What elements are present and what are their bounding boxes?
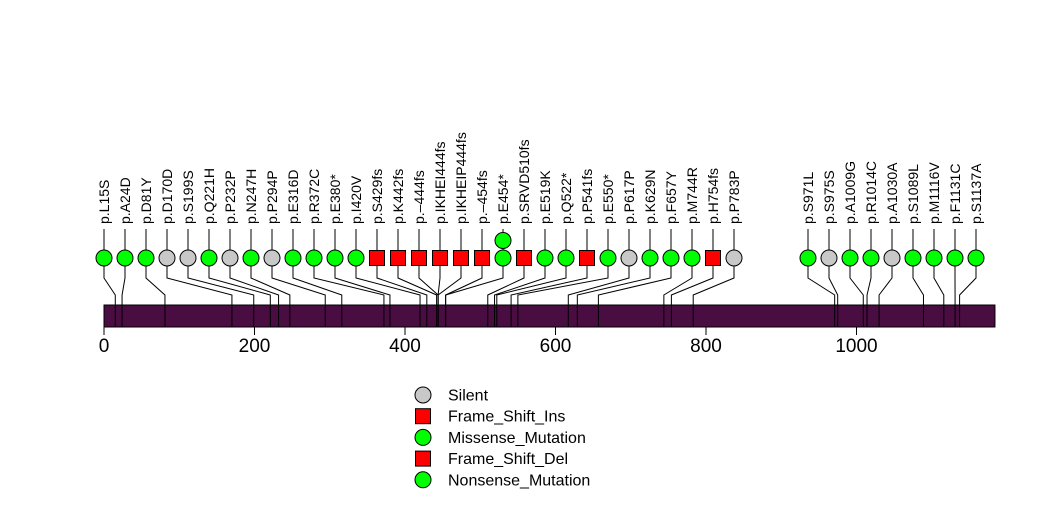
mutation-label: p.–444fs	[411, 170, 427, 224]
mutation-label: p.P541fs	[579, 169, 595, 224]
mutation-marker	[116, 249, 134, 267]
mutation-label: p.M1116V	[926, 162, 942, 224]
mutation-label: p.A1030A	[884, 162, 900, 224]
mutation-marker	[494, 249, 512, 267]
axis-tick-label: 600	[540, 336, 572, 357]
mutation-marker	[263, 249, 281, 267]
red-square-icon	[415, 450, 431, 467]
mutation-marker	[390, 250, 406, 266]
mutation-label: p.IKHEIP444fs	[453, 132, 469, 224]
protein-backbone-bar	[103, 304, 996, 328]
mutation-label: p.K629N	[642, 170, 658, 224]
mutation-label: p.P294P	[264, 170, 280, 224]
legend-label: Silent	[448, 388, 489, 405]
mutation-marker	[841, 249, 859, 267]
mutation-label: p.A1009G	[842, 161, 858, 224]
mutation-label: p.F1131C	[947, 164, 963, 224]
mutation-label: p.K442fs	[390, 169, 406, 224]
mutation-label: p.L15S	[96, 180, 112, 224]
mutation-marker	[967, 249, 985, 267]
mutation-label: p.E454*	[495, 174, 511, 224]
legend-label: Frame_Shift_Ins	[448, 409, 565, 426]
gray-circle-icon	[414, 386, 432, 404]
mutation-marker	[683, 249, 701, 267]
mutation-marker	[95, 249, 113, 267]
legend-label: Frame_Shift_Del	[448, 451, 568, 468]
mutation-marker	[799, 249, 817, 267]
mutation-label: p.R372C	[306, 169, 322, 224]
mutation-marker	[883, 249, 901, 267]
mutation-label: p.P232P	[222, 170, 238, 224]
mutation-label: p.P783P	[726, 170, 742, 224]
mutation-marker	[474, 250, 490, 266]
mutation-label: p.P617P	[621, 170, 637, 224]
mutation-marker	[158, 249, 176, 267]
mutation-label: p.SRVD510fs	[516, 139, 532, 224]
green-circle-icon	[414, 471, 432, 489]
axis-tick-label: 400	[389, 336, 421, 357]
mutation-marker	[284, 249, 302, 267]
mutation-label: p.Q522*	[558, 172, 574, 224]
mutation-label: p.S1137A	[968, 163, 984, 224]
mutation-label: p.E380*	[327, 174, 343, 224]
mutation-label: p.S199S	[180, 170, 196, 224]
mutation-label: p.S1089L	[905, 164, 921, 224]
mutation-marker	[305, 249, 323, 267]
red-square-icon	[415, 408, 431, 425]
axis-tick-label: 0	[99, 336, 110, 357]
mutation-label: p.S429fs	[369, 169, 385, 224]
axis-tick-label: 200	[239, 336, 271, 357]
mutation-marker	[620, 249, 638, 267]
mutation-label: p.D81Y	[138, 177, 154, 224]
green-circle-icon	[414, 428, 432, 446]
axis-tick-label: 1000	[835, 336, 877, 357]
mutation-marker	[242, 249, 260, 267]
mutation-marker	[662, 249, 680, 267]
mutation-marker	[221, 249, 239, 267]
mutation-marker	[725, 249, 743, 267]
mutation-marker	[599, 249, 617, 267]
legend-label: Nonsense_Mutation	[448, 472, 590, 489]
mutation-label: p.A24D	[117, 177, 133, 224]
mutation-marker	[326, 249, 344, 267]
mutation-label: p.I420V	[348, 175, 364, 224]
mutation-label: p.Q221H	[201, 168, 217, 224]
mutation-marker	[557, 249, 575, 267]
mutation-marker	[369, 250, 385, 266]
mutation-label: p.D170D	[159, 169, 175, 224]
mutation-marker	[411, 250, 427, 266]
mutation-label: p.F657Y	[663, 170, 679, 224]
mutation-label: p.S975S	[821, 170, 837, 224]
axis-tick-label: 800	[690, 336, 722, 357]
mutation-marker	[137, 249, 155, 267]
mutation-marker	[432, 250, 448, 266]
mutation-label: p.R1014C	[863, 161, 879, 224]
mutation-marker	[453, 250, 469, 266]
mutation-marker	[579, 250, 595, 266]
mutation-marker	[862, 249, 880, 267]
mutation-label: p.E550*	[600, 174, 616, 224]
legend-label: Missense_Mutation	[448, 430, 586, 447]
mutation-marker	[705, 250, 721, 266]
mutation-label: p.M744R	[684, 167, 700, 224]
mutation-label: p.IKHEI444fs	[432, 142, 448, 225]
mutation-label: p.E316D	[285, 170, 301, 224]
mutation-label: p.E519K	[537, 170, 553, 224]
mutation-marker	[494, 232, 512, 249]
mutation-marker	[347, 249, 365, 267]
mutation-marker	[536, 249, 554, 267]
mutation-marker	[904, 249, 922, 267]
mutation-marker	[200, 249, 218, 267]
mutation-marker	[179, 249, 197, 267]
mutation-label: p.–454fs	[474, 170, 490, 224]
mutation-marker	[820, 249, 838, 267]
mutation-marker	[641, 249, 659, 267]
mutation-marker	[946, 249, 964, 267]
mutation-marker	[516, 250, 532, 266]
mutation-label: p.H754fs	[705, 168, 721, 224]
mutation-label: p.N247H	[243, 169, 259, 224]
mutation-label: p.S971L	[800, 172, 816, 224]
mutation-marker	[925, 249, 943, 267]
